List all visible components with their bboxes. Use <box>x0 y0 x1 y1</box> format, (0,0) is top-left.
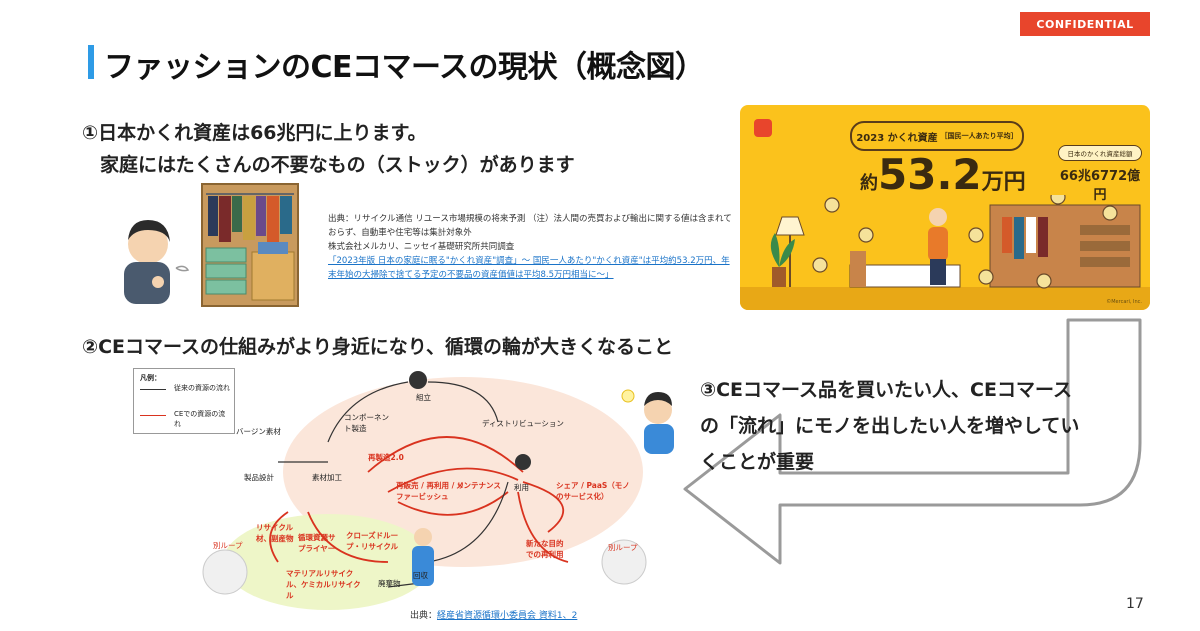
label-other-loop-right: 別ループ <box>608 543 638 552</box>
amount-unit: 万円 <box>981 170 1026 195</box>
label-design: 製品設計 <box>244 473 274 482</box>
label-resale: 再販売 / 再利用 / リファービッシュ <box>396 481 465 501</box>
label-material-recycle: マテリアルリサイクル、ケミカルリサイクル <box>286 569 361 600</box>
legend-title: 凡例： <box>140 374 161 382</box>
total-assets-label: 日本のかくれ資産総額 <box>1058 145 1142 161</box>
label-use: 利用 <box>514 483 529 492</box>
label-supplier: 循環資源サプライヤー <box>298 533 336 553</box>
source1-link[interactable]: 「2023年版 日本の家庭に眠る"かくれ資産"調査」～ 国民一人あたり"かくれ資… <box>328 256 730 280</box>
page-title: ファッションのCEコマースの現状（概念図） <box>104 50 705 85</box>
thinking-person-icon <box>621 389 674 454</box>
source1-text: 出典：リサイクル通信 リユース市場規模の将来予測 （注）法人間の売買および輸出に… <box>328 214 732 238</box>
confidential-badge: CONFIDENTIAL <box>1020 12 1150 36</box>
infographic-heading-sub: ［国民一人あたり平均］ <box>940 132 1018 140</box>
label-recycle: リサイクル材、副産物 <box>256 523 294 543</box>
room-illustration <box>740 195 1150 310</box>
infographic-copyright: ©Mercari, Inc. <box>1106 299 1142 305</box>
flow-return-arrow <box>683 318 1142 565</box>
label-share: シェア / PaaS（モノのサービス化） <box>556 481 630 501</box>
page-number: 17 <box>1126 596 1144 612</box>
source-citation-1: 出典：リサイクル通信 リユース市場規模の将来予測 （注）法人間の売買および輸出に… <box>328 212 738 282</box>
total-assets-box: 日本のかくれ資産総額 66兆6772億円 <box>1058 145 1142 203</box>
label-material: 素材加工 <box>312 473 342 482</box>
point1-line1: ①日本かくれ資産は66兆円に上ります。 <box>82 122 427 144</box>
circular-economy-diagram <box>202 371 647 610</box>
infographic-amount: 約53.2万円 <box>860 150 1026 199</box>
title-accent-bar <box>88 45 94 79</box>
source-citation-2: 出典：経産省資源循環小委員会 資料1、2 <box>410 608 577 621</box>
source2-link[interactable]: 経産省資源循環小委員会 資料1、2 <box>437 611 578 621</box>
legend-line-red <box>140 415 166 416</box>
amount-prefix: 約 <box>860 173 878 194</box>
infographic-heading: 2023 かくれ資産 ［国民一人あたり平均］ <box>850 121 1024 151</box>
diagram-legend: 凡例： 従来の資源の流れ CEでの資源の流れ <box>133 368 235 434</box>
label-new-use: 新たな目的での再利用 <box>526 539 564 559</box>
label-component: コンポーネント製造 <box>344 413 389 433</box>
label-other-loop-left: 別ループ <box>213 541 243 550</box>
amount-number: 53.2 <box>878 150 982 199</box>
label-closed-loop: クローズドループ・リサイクル <box>346 531 399 551</box>
point3-text: ③CEコマース品を買いたい人、CEコマースの「流れ」にモノを出したい人を増やして… <box>700 379 1080 473</box>
infographic-heading-text: 2023 かくれ資産 <box>856 132 938 144</box>
point2-heading: ②CEコマースの仕組みがより身近になり、循環の輪が大きくなること <box>82 336 673 358</box>
legend-item2: CEでの資源の流れ <box>174 410 226 428</box>
source2-prefix: 出典： <box>410 611 438 621</box>
label-virgin: バージン素材 <box>236 427 281 436</box>
legend-item1: 従来の資源の流れ <box>174 384 230 392</box>
source1-org: 株式会社メルカリ、ニッセイ基礎研究所共同調査 <box>328 242 515 252</box>
household-stock-illustration <box>124 183 299 307</box>
total-assets-value: 66兆6772億円 <box>1059 169 1141 203</box>
label-distribution2: 再製造2.0 <box>368 453 404 462</box>
label-distribution: ディストリビューション <box>482 419 564 428</box>
label-maintenance: メンテナンス <box>456 481 501 490</box>
worried-person-icon <box>124 220 190 304</box>
hidden-assets-infographic: 2023 かくれ資産 ［国民一人あたり平均］ 約53.2万円 日本のかくれ資産総… <box>740 105 1150 310</box>
closet-icon <box>201 183 299 307</box>
label-assembly: 組立 <box>416 393 431 402</box>
point1-line2: 家庭にはたくさんの不要なもの（ストック）があります <box>100 154 575 176</box>
label-disposal: 廃棄物 <box>378 579 401 588</box>
mercari-logo-icon <box>754 119 772 137</box>
legend-line-black <box>140 389 166 390</box>
label-collect: 回収 <box>413 571 428 580</box>
